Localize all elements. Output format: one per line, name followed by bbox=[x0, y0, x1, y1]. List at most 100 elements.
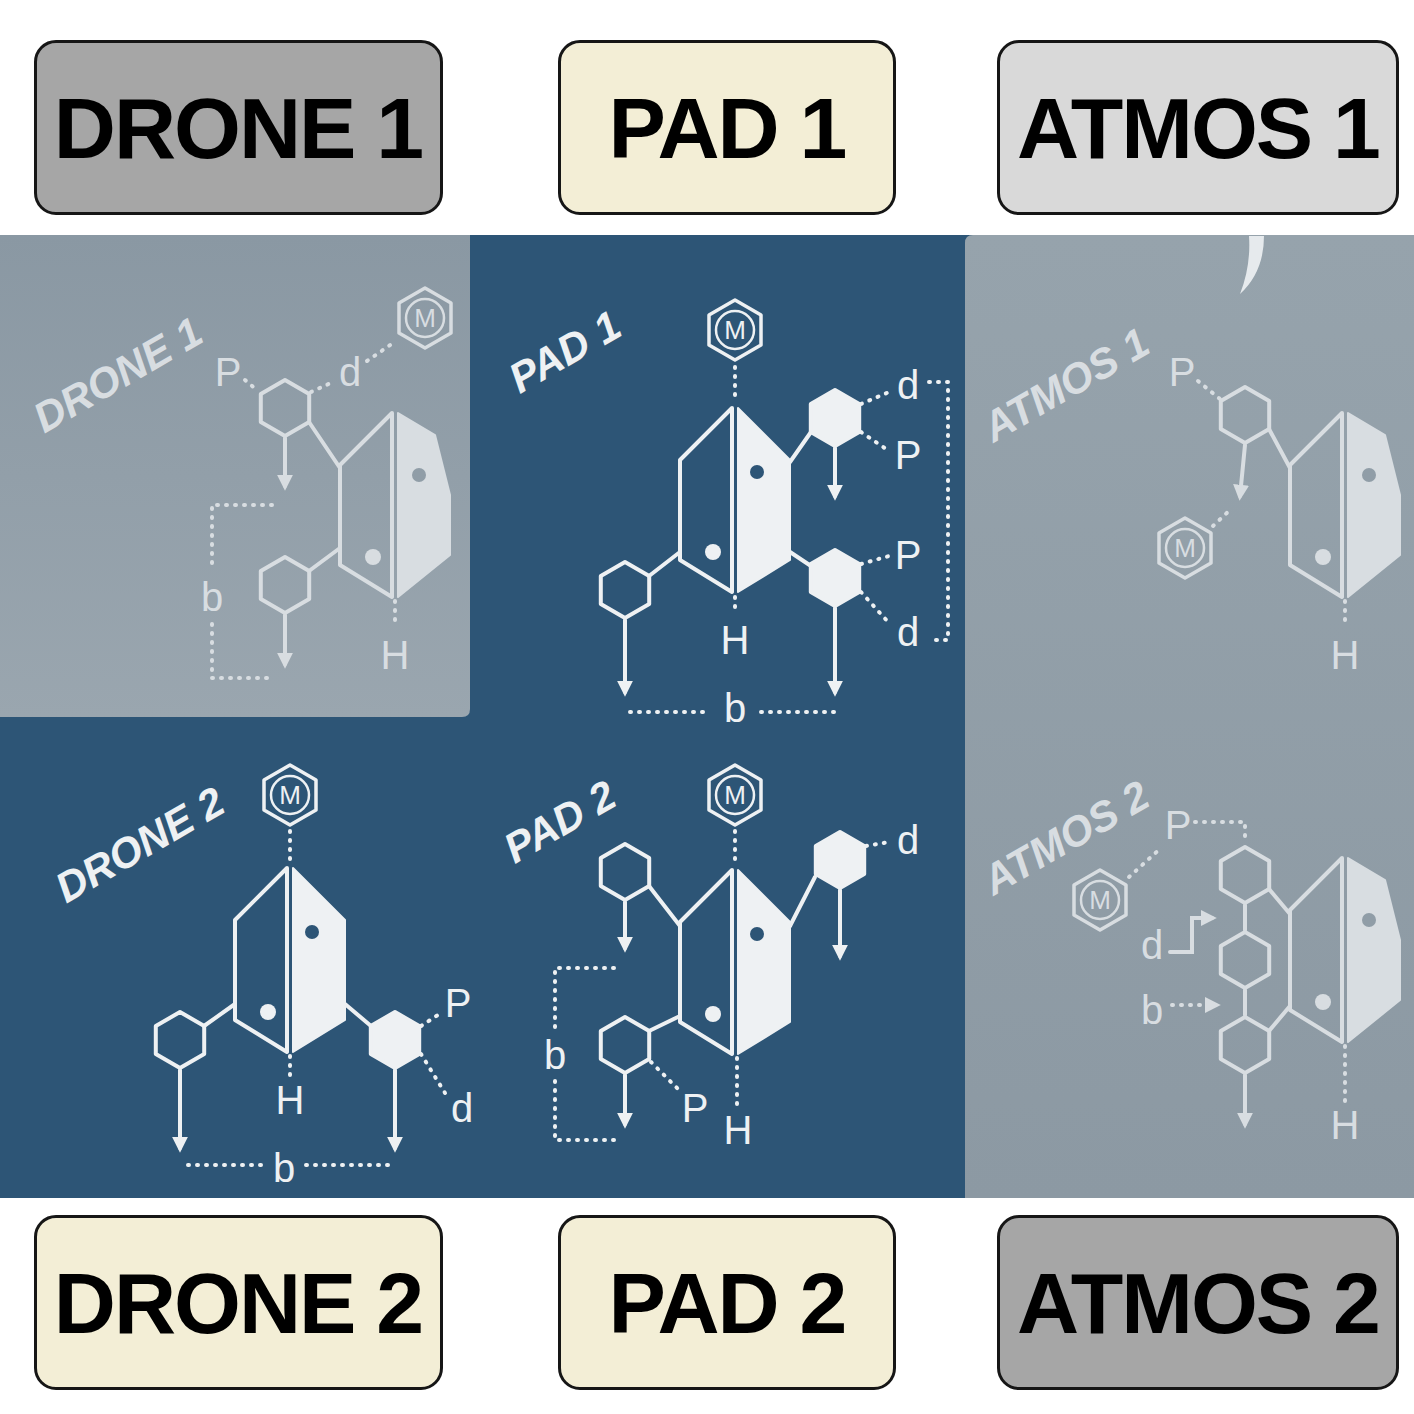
dotted-bracket bbox=[1195, 822, 1245, 842]
title-box: PAD 1 bbox=[558, 40, 896, 215]
box-label: DRONE 2 bbox=[54, 1260, 422, 1346]
dotted-bracket bbox=[761, 710, 835, 714]
core-ring bbox=[680, 408, 790, 592]
bond-line bbox=[204, 1004, 235, 1026]
marker-hexagon: M bbox=[397, 286, 453, 350]
dotted-bond bbox=[735, 1058, 739, 1104]
bond-letter: b bbox=[201, 577, 223, 617]
bond-letter: P bbox=[682, 1088, 709, 1128]
bond-letter: P bbox=[1169, 352, 1196, 392]
bond-line bbox=[790, 552, 811, 566]
ring-outline bbox=[261, 557, 309, 613]
arrow-line bbox=[283, 438, 287, 486]
inner-ring bbox=[1166, 529, 1204, 567]
bond-letter: d bbox=[897, 820, 919, 860]
hexagon-outline bbox=[399, 288, 451, 348]
bond-letter: H bbox=[276, 1080, 305, 1120]
marker-hexagon: M bbox=[1072, 868, 1128, 932]
inner-ring bbox=[716, 311, 754, 349]
box-label: ATMOS 2 bbox=[1017, 1260, 1379, 1346]
dotted-bond bbox=[733, 367, 737, 403]
arrow-line bbox=[283, 615, 287, 664]
inner-ring bbox=[1081, 881, 1119, 919]
box-label: ATMOS 1 bbox=[1017, 85, 1379, 171]
bond-line bbox=[790, 432, 811, 462]
bond-line bbox=[1269, 429, 1290, 468]
ring-outline bbox=[156, 1012, 204, 1068]
hexagon-outline bbox=[709, 300, 761, 360]
marker-hexagon: M bbox=[707, 298, 763, 362]
ring-filled bbox=[816, 832, 864, 888]
panel-title: ATMOS 2 bbox=[976, 774, 1156, 902]
box-label: PAD 1 bbox=[609, 85, 846, 171]
light-streak bbox=[1240, 236, 1264, 294]
dotted-bond bbox=[733, 597, 737, 615]
box-label: DRONE 1 bbox=[54, 85, 422, 171]
dotted-bond bbox=[861, 392, 889, 404]
dotted-bond bbox=[288, 831, 292, 864]
bond-letter: H bbox=[1331, 1105, 1360, 1145]
dotted-bond bbox=[421, 1054, 445, 1093]
bond-letter: d bbox=[897, 612, 919, 652]
bond-letter: b bbox=[1141, 990, 1163, 1030]
dotted-bond bbox=[861, 592, 889, 623]
hex-letter: M bbox=[1089, 887, 1111, 913]
hex-letter: M bbox=[414, 305, 436, 331]
hex-letter: M bbox=[1174, 535, 1196, 561]
ring-outline bbox=[1221, 387, 1269, 443]
bond-letter: H bbox=[381, 635, 410, 675]
arrow-line bbox=[833, 448, 837, 496]
ring-outline bbox=[601, 844, 649, 900]
bond-letter: d bbox=[897, 365, 919, 405]
hexagon-outline bbox=[709, 765, 761, 825]
ring-outline bbox=[1221, 847, 1269, 903]
dotted-bond bbox=[288, 1056, 292, 1076]
dotted-bond bbox=[861, 432, 889, 451]
inner-ring bbox=[406, 299, 444, 337]
arrow-bracket bbox=[1170, 918, 1212, 952]
ring-filled bbox=[811, 550, 859, 606]
bond-line bbox=[649, 552, 680, 576]
bond-letter: d bbox=[451, 1088, 473, 1128]
dotted-arrow bbox=[1172, 1003, 1216, 1007]
arrow-line bbox=[838, 890, 842, 956]
arrow-line bbox=[393, 1070, 397, 1148]
bond-line bbox=[1243, 905, 1247, 930]
bond-line bbox=[790, 877, 815, 926]
bond-letter: P bbox=[895, 435, 922, 475]
dotted-bond bbox=[651, 1062, 680, 1091]
hexagon-outline bbox=[264, 765, 316, 825]
dotted-bond bbox=[1129, 847, 1162, 877]
arrow-line bbox=[1240, 445, 1245, 496]
bond-letter: H bbox=[1331, 635, 1360, 675]
title-box: ATMOS 2 bbox=[997, 1215, 1399, 1390]
core-ring bbox=[235, 868, 345, 1052]
core-ring bbox=[340, 413, 450, 597]
dotted-bond bbox=[861, 556, 889, 564]
title-box: DRONE 2 bbox=[34, 1215, 443, 1390]
ring-outline bbox=[1221, 932, 1269, 988]
hex-letter: M bbox=[279, 782, 301, 808]
marker-hexagon: M bbox=[262, 763, 318, 827]
hexagon-outline bbox=[1159, 518, 1211, 578]
inner-ring bbox=[271, 776, 309, 814]
core-ring bbox=[1290, 858, 1400, 1042]
bond-letter: P bbox=[215, 352, 242, 392]
ring-outline bbox=[601, 562, 649, 618]
dotted-bond bbox=[866, 842, 889, 846]
bond-line bbox=[345, 1004, 371, 1026]
arrow-line bbox=[623, 1075, 627, 1124]
bond-line bbox=[1269, 889, 1290, 914]
photo-ground bbox=[0, 235, 1414, 1198]
dotted-bracket bbox=[212, 624, 272, 678]
title-box: ATMOS 1 bbox=[997, 40, 1399, 215]
dotted-bond bbox=[311, 382, 333, 392]
dotted-bond bbox=[421, 1013, 441, 1026]
core-ring bbox=[680, 870, 790, 1054]
bond-line bbox=[649, 886, 680, 926]
core-ring bbox=[1290, 413, 1400, 597]
hex-letter: M bbox=[724, 317, 746, 343]
panel-title: PAD 2 bbox=[497, 774, 622, 871]
dotted-bond bbox=[1343, 601, 1347, 628]
